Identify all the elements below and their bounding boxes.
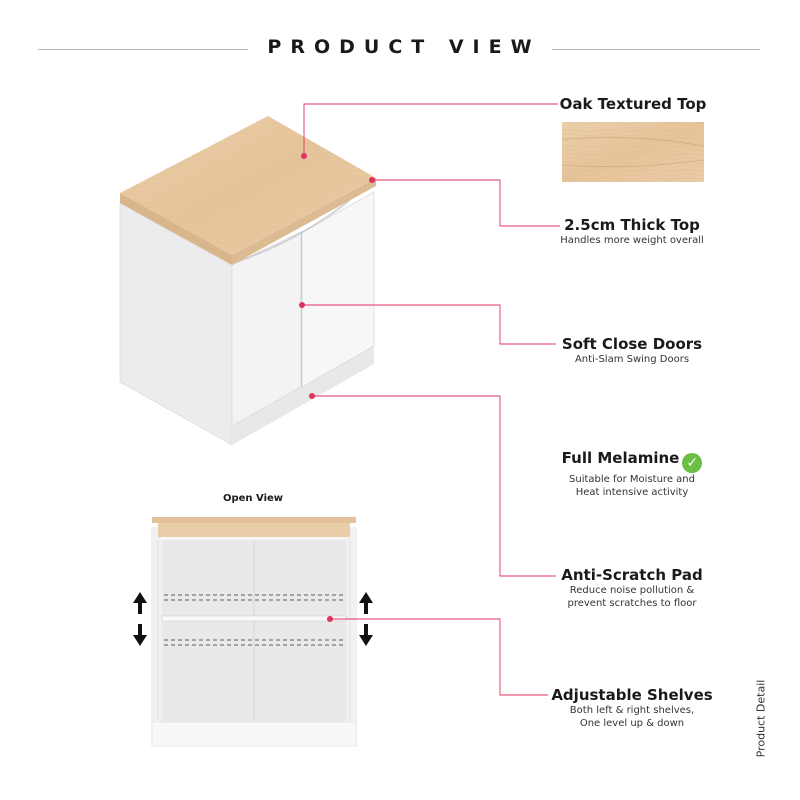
cabinet-closed [119,116,376,446]
header-line-left [38,49,248,50]
feature-soft-close: Soft Close Doors Anti-Slam Swing Doors [542,335,722,366]
feature-subtitle: Anti-Slam Swing Doors [574,354,690,365]
feature-title: Full Melamine✓ [542,449,722,473]
callout-dots [299,153,375,622]
open-view-label: Open View [222,493,284,504]
feature-subtitle: Suitable for Moisture and [569,474,695,485]
feature-subtitle: One level up & down [579,718,685,729]
checkmark-icon: ✓ [682,453,703,473]
feature-oak-top: Oak Textured Top [552,95,714,113]
product-detail-label: Product Detail [754,679,768,758]
feature-subtitle: Heat intensive activity [575,487,689,498]
feature-subtitle: prevent scratches to floor [567,598,697,609]
feature-subtitle: Handles more weight overall [560,235,704,246]
feature-thick-top: 2.5cm Thick Top Handles more weight over… [542,216,722,247]
cabinet-open-view [151,517,357,747]
feature-subtitle: Both left & right shelves, [569,705,695,716]
feature-adjustable-shelves: Adjustable Shelves Both left & right she… [542,686,722,730]
feature-subtitle: Reduce noise pollution & [569,585,695,596]
feature-title: 2.5cm Thick Top [564,216,700,234]
page-title: PRODUCT VIEW [0,36,800,58]
feature-title: Anti-Scratch Pad [561,566,703,584]
feature-title: Oak Textured Top [559,95,707,113]
header-line-right [552,49,760,50]
arrow-up-icon [133,592,373,614]
arrow-down-icon [133,624,373,646]
feature-title: Soft Close Doors [561,335,703,353]
feature-anti-scratch: Anti-Scratch Pad Reduce noise pollution … [542,566,722,610]
oak-texture-swatch [561,122,705,182]
callout-connectors [302,103,560,696]
feature-melamine: Full Melamine✓ Suitable for Moisture and… [542,449,722,499]
feature-title: Adjustable Shelves [551,686,713,704]
